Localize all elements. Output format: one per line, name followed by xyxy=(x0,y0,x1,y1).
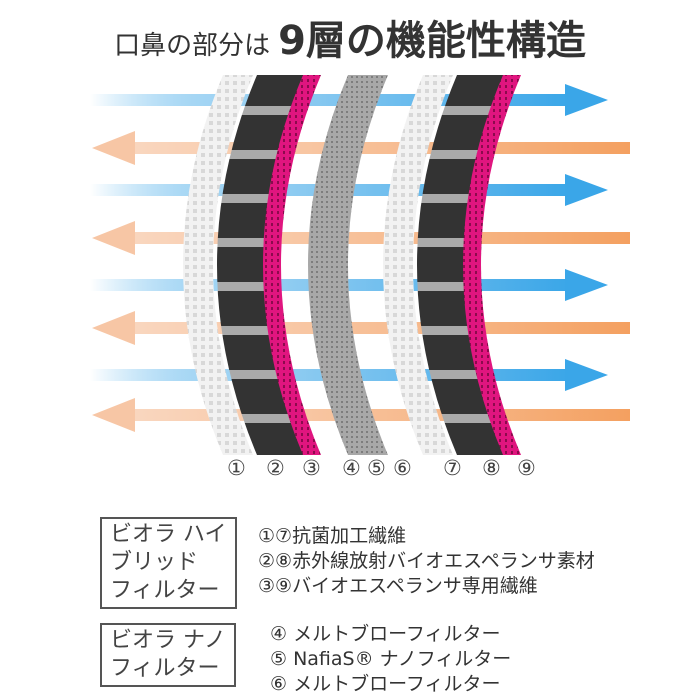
arrow-head-icon xyxy=(92,398,135,432)
nano-filter-label: ビオラ ナノ フィルター xyxy=(100,623,236,687)
layer-number: ⑦ xyxy=(443,456,462,480)
arrow-head-icon xyxy=(565,84,608,116)
black-layer xyxy=(217,75,307,455)
arrow-head-icon xyxy=(565,174,608,206)
layer-number: ① xyxy=(227,456,246,480)
pink-layer xyxy=(463,75,521,455)
nano-item: ⑥ メルトブローフィルター xyxy=(270,673,501,695)
layer-number: ⑧ xyxy=(482,456,501,480)
arrow-head-icon xyxy=(565,359,608,391)
layer-number: ⑥ xyxy=(393,456,412,480)
outflow-arrow xyxy=(125,409,630,421)
hybrid-item: ③⑨バイオエスペランサ専用繊維 xyxy=(258,575,538,597)
pink-layer xyxy=(263,75,321,455)
mesh-layer xyxy=(383,75,453,455)
hybrid-item: ②⑧赤外線放射バイオエスペランサ素材 xyxy=(258,550,595,572)
layer-diagram xyxy=(90,75,630,455)
arrow-head-icon xyxy=(92,221,135,255)
arrow-head-icon xyxy=(92,311,135,345)
grey-layer xyxy=(308,75,388,455)
nano-filter-list: ④ メルトブローフィルター ⑤ NafiaS® ナノフィルター ⑥ メルトブロー… xyxy=(270,622,511,697)
layer-number: ⑤ xyxy=(367,456,386,480)
black-layer xyxy=(417,75,507,455)
hybrid-item: ①⑦抗菌加工繊維 xyxy=(258,525,407,547)
mesh-layer xyxy=(183,75,253,455)
layer-number: ⑨ xyxy=(517,456,536,480)
arrow-head-icon xyxy=(565,269,608,301)
arrow-head-icon xyxy=(92,131,135,165)
nano-item: ⑤ NafiaS® ナノフィルター xyxy=(270,648,512,670)
filter-layers xyxy=(183,75,521,455)
layer-number: ④ xyxy=(342,456,361,480)
layer-number: ③ xyxy=(302,456,321,480)
layer-number: ② xyxy=(266,456,285,480)
nano-item: ④ メルトブローフィルター xyxy=(270,623,501,645)
hybrid-filter-list: ①⑦抗菌加工繊維 ②⑧赤外線放射バイオエスペランサ素材 ③⑨バイオエスペランサ専… xyxy=(258,524,595,599)
title-main: 9層の機能性構造 xyxy=(278,18,586,64)
hybrid-filter-label: ビオラ ハイ ブリッド フィルター xyxy=(100,517,237,609)
title-prefix: 口鼻の部分は xyxy=(114,31,271,61)
